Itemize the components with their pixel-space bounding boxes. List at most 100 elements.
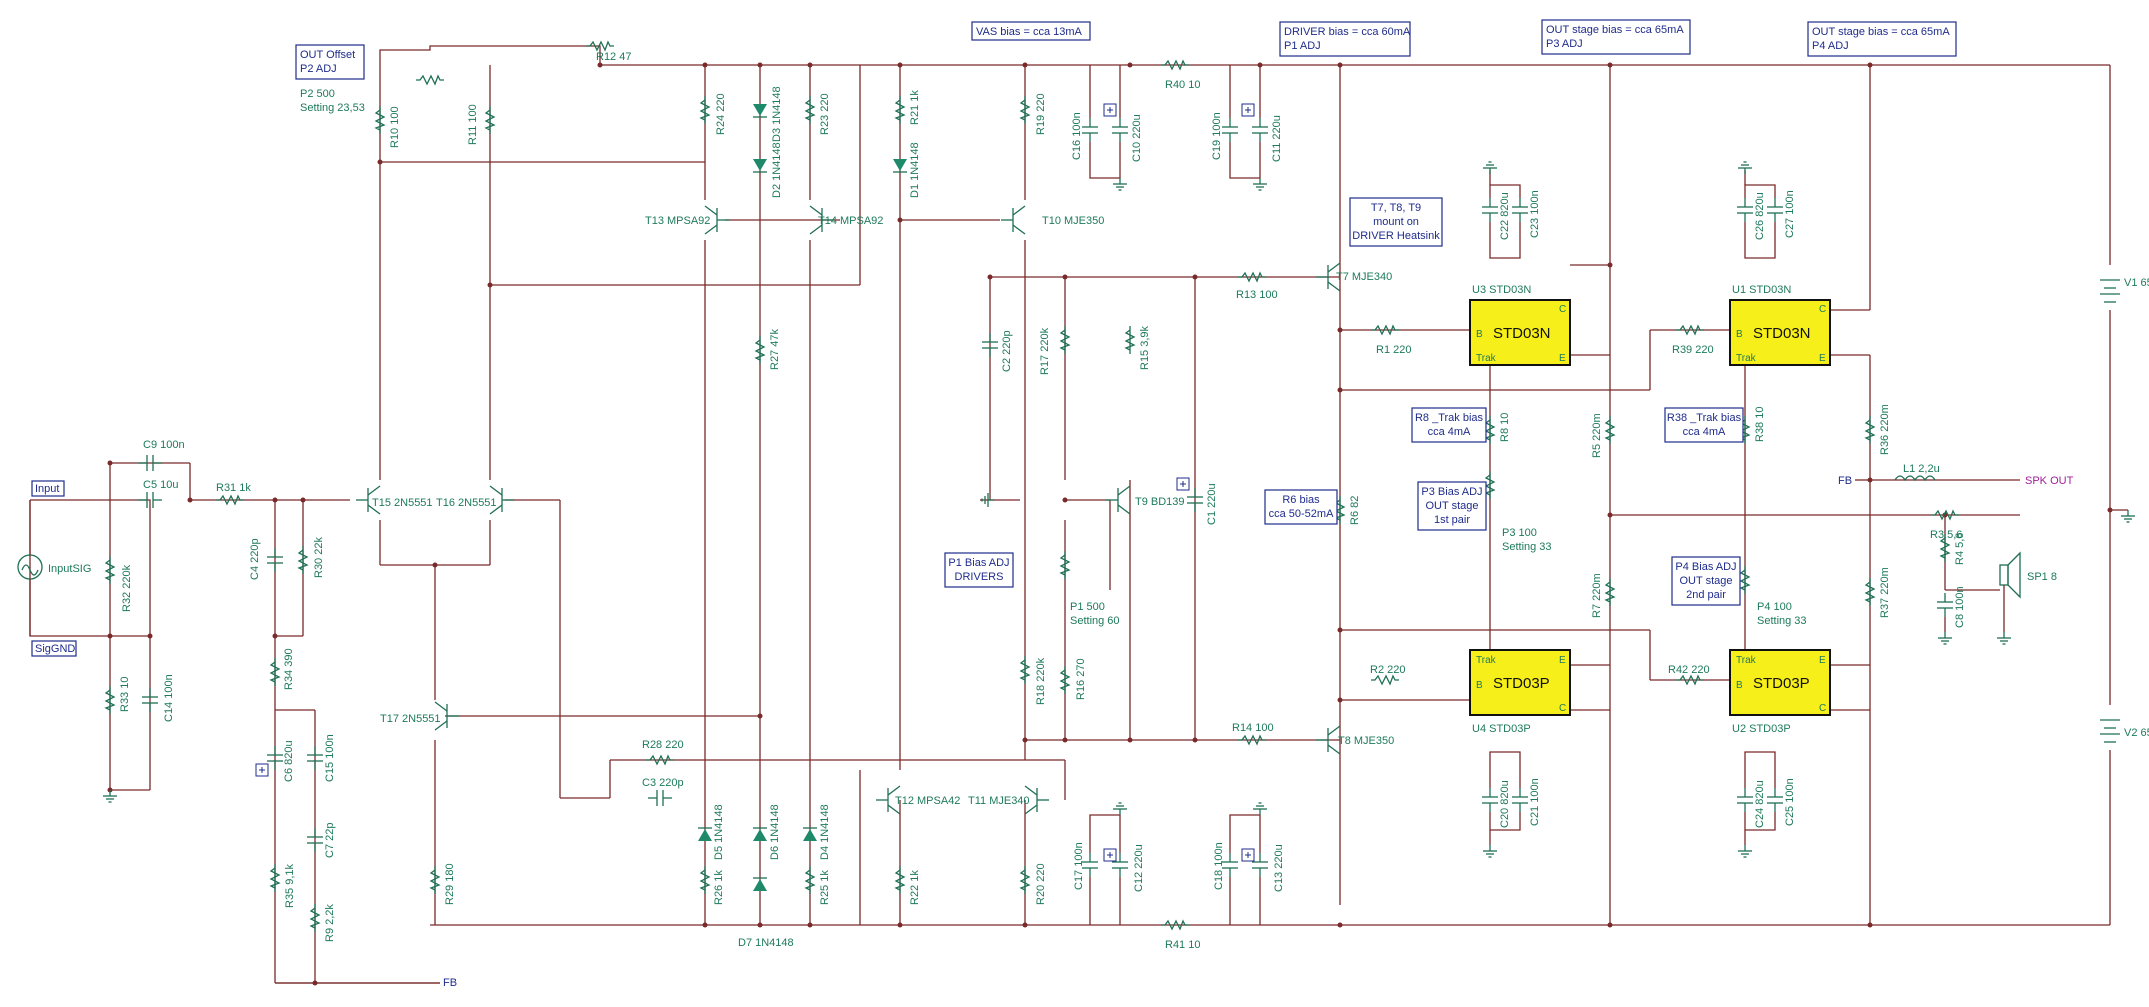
input-port-box (31, 480, 65, 497)
l1-symbol[interactable] (1894, 475, 1936, 482)
chip-u1[interactable]: STD03N B C E Trak U1 STD03N (1729, 284, 1831, 366)
c24-symbol[interactable] (1736, 787, 1754, 813)
c16-symbol[interactable] (1081, 117, 1099, 143)
r2-symbol[interactable] (1370, 675, 1400, 685)
c3-symbol[interactable] (647, 789, 673, 807)
r8-symbol[interactable] (1485, 415, 1495, 445)
label-r42: R42 220 (1668, 664, 1710, 676)
d7-symbol[interactable] (752, 877, 768, 892)
d1-symbol[interactable] (892, 158, 908, 173)
label-c25: C25 100n (1784, 778, 1796, 826)
pin-trak: Trak (1736, 655, 1757, 666)
r34-symbol[interactable] (270, 657, 280, 687)
label-r23: R23 220 (819, 93, 831, 135)
c22-symbol[interactable] (1481, 197, 1499, 223)
driver-bias-line1: DRIVER bias = cca 60mA (1284, 26, 1411, 38)
r30-symbol[interactable] (298, 545, 308, 575)
d4-symbol[interactable] (802, 827, 818, 842)
driver-bias-box (1279, 21, 1411, 57)
r33-symbol[interactable] (105, 685, 115, 715)
p1-bias-box (944, 552, 1014, 588)
r5-symbol[interactable] (1605, 415, 1615, 445)
p1-symbol[interactable] (1060, 550, 1070, 580)
c27-symbol[interactable] (1766, 197, 1784, 223)
r17-symbol[interactable] (1060, 325, 1070, 355)
label-r33: R33 10 (119, 677, 131, 712)
label-t12: T12 MPSA42 (895, 795, 960, 807)
p2-symbol[interactable] (415, 75, 445, 85)
heatsink-box (1349, 197, 1443, 247)
r32-symbol[interactable] (105, 555, 115, 585)
label-c9: C9 100n (143, 439, 185, 451)
c25-symbol[interactable] (1766, 787, 1784, 813)
r10-symbol[interactable] (375, 105, 385, 135)
r29-symbol[interactable] (430, 865, 440, 895)
r15-symbol[interactable] (1125, 325, 1135, 355)
r20-symbol[interactable] (1020, 865, 1030, 895)
c8-symbol[interactable] (1936, 592, 1954, 618)
c10-symbol[interactable] (1111, 117, 1129, 143)
chip-u2[interactable]: STD03P B C E Trak U2 STD03P (1729, 649, 1831, 735)
d6-symbol[interactable] (752, 827, 768, 842)
c23-symbol[interactable] (1511, 197, 1529, 223)
label-t16: T16 2N5551 (436, 497, 497, 509)
p1-bias-line1: P1 Bias ADJ (948, 557, 1009, 569)
out-stage-p4-box (1807, 21, 1957, 57)
chip-u4[interactable]: STD03P B C E Trak U4 STD03P (1469, 649, 1571, 735)
p4-symbol[interactable] (1740, 565, 1750, 595)
c26-symbol[interactable] (1736, 197, 1754, 223)
label-d5: D5 1N4148 (713, 804, 725, 860)
c10-ground-icon (1112, 177, 1128, 191)
chip-u3[interactable]: STD03N B C E Trak U3 STD03N (1469, 284, 1571, 366)
label-c22: C22 820u (1499, 192, 1511, 240)
label-d1: D1 1N4148 (909, 142, 921, 198)
r19-symbol[interactable] (1020, 95, 1030, 125)
d2-symbol[interactable] (752, 158, 768, 173)
r35-symbol[interactable] (270, 863, 280, 893)
r27-symbol[interactable] (755, 335, 765, 365)
r23-symbol[interactable] (805, 95, 815, 125)
v2-battery-icon[interactable] (2100, 719, 2120, 743)
r22-symbol[interactable] (895, 865, 905, 895)
label-r27: R27 47k (769, 329, 781, 370)
r21-symbol[interactable] (895, 95, 905, 125)
heatsink-line1: T7, T8, T9 (1371, 202, 1421, 214)
c20-symbol[interactable] (1481, 787, 1499, 813)
label-p2-setting: Setting 23,53 (300, 102, 365, 114)
r11-symbol[interactable] (485, 105, 495, 135)
r37-symbol[interactable] (1865, 577, 1875, 607)
r26-symbol[interactable] (700, 865, 710, 895)
r16-symbol[interactable] (1060, 665, 1070, 695)
r24-symbol[interactable] (700, 95, 710, 125)
c21-symbol[interactable] (1511, 787, 1529, 813)
label-c15: C15 100n (324, 734, 336, 782)
label-input-sig: InputSIG (48, 563, 91, 575)
spk-out-port-label: SPK OUT (2025, 475, 2074, 487)
d3-symbol[interactable] (752, 103, 768, 118)
r9-symbol[interactable] (310, 903, 320, 933)
p3-symbol[interactable] (1485, 470, 1495, 500)
chip-body-label: STD03P (1753, 675, 1810, 692)
label-r9: R9 2,2k (324, 904, 336, 942)
r25-symbol[interactable] (805, 865, 815, 895)
r18-symbol[interactable] (1020, 655, 1030, 685)
c11-symbol[interactable] (1251, 117, 1269, 143)
label-v1: V1 65 (2124, 277, 2149, 289)
out-stage-p3-line1: OUT stage bias = cca 65mA (1546, 24, 1684, 36)
label-r29: R29 180 (444, 863, 456, 905)
r36-symbol[interactable] (1865, 415, 1875, 445)
chip-ref-label: U2 STD03P (1732, 723, 1791, 735)
t10-symbol[interactable] (1000, 205, 1026, 235)
speaker-ground-icon (1996, 631, 2012, 645)
label-c20: C20 820u (1499, 780, 1511, 828)
v1-battery-icon[interactable] (2100, 279, 2120, 303)
c19-symbol[interactable] (1221, 117, 1239, 143)
speaker-icon[interactable] (1999, 564, 2009, 586)
r7-symbol[interactable] (1605, 577, 1615, 607)
label-r6: R6 82 (1349, 496, 1361, 525)
label-r1: R1 220 (1376, 344, 1411, 356)
label-r39: R39 220 (1672, 344, 1714, 356)
label-r17: R17 220k (1039, 327, 1051, 375)
d5-symbol[interactable] (697, 827, 713, 842)
label-p4: P4 100 (1757, 601, 1792, 613)
